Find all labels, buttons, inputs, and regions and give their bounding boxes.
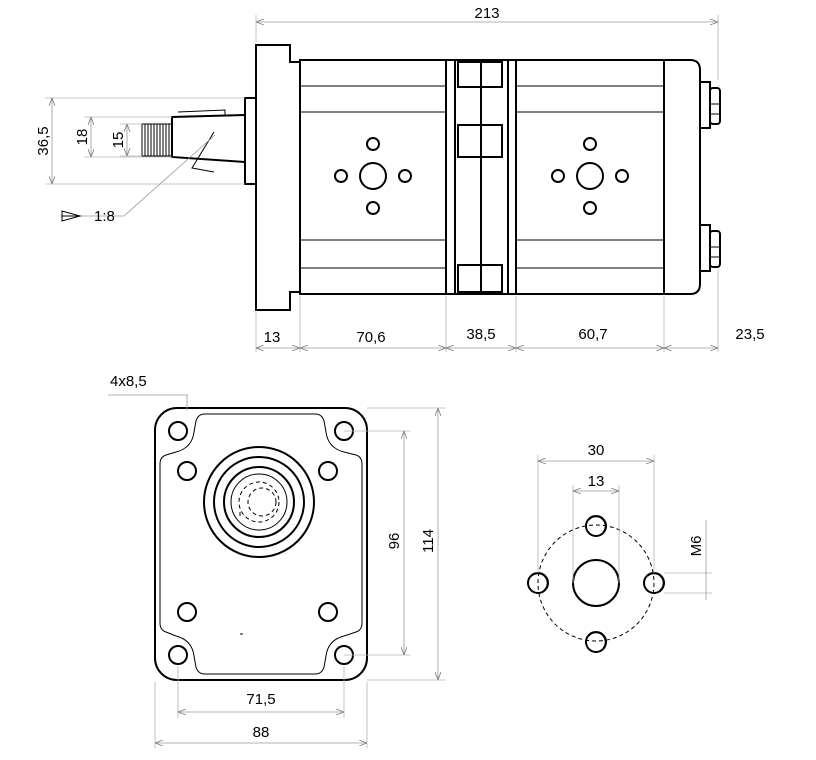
dim-shaft-inner: 15 — [110, 132, 127, 149]
taper-symbol-icon — [61, 210, 82, 222]
dim-hole-spacing-horizontal: 71,5 — [246, 691, 275, 708]
shaft-thread — [141, 123, 173, 157]
dim-port-bore: 13 — [588, 473, 605, 490]
port-pattern-section-1 — [334, 137, 412, 215]
bolt-head — [318, 461, 338, 481]
dim-port-bolt-spacing: 30 — [588, 442, 605, 459]
bolt-circle — [537, 524, 655, 642]
taper-ratio: 1:8 — [94, 208, 115, 225]
dim-mounting-holes: 4x8,5 — [110, 373, 147, 390]
side-view: 213 13 70,6 38,5 60,7 23,5 36,5 18 15 1:… — [35, 5, 765, 352]
shaft-seal — [223, 466, 295, 538]
bolt-head — [318, 602, 338, 622]
hex-nut-top — [699, 81, 721, 129]
dim-hole-spacing-vertical: 96 — [386, 533, 403, 550]
dim-flange-width: 88 — [253, 724, 270, 741]
bolt-head — [177, 461, 197, 481]
port-thread-hole — [527, 572, 549, 594]
end-cap — [663, 59, 701, 295]
dim-segment-section-2: 60,7 — [578, 326, 607, 343]
pilot-diameter — [203, 446, 315, 558]
port-bore — [572, 559, 620, 607]
front-view: 4x8,5 71,5 88 96 114 — [108, 373, 445, 748]
flange-inner-outline — [159, 413, 363, 675]
tapered-shaft — [171, 114, 246, 163]
pump-section-2 — [515, 59, 665, 295]
port-thread-hole — [585, 515, 607, 537]
mounting-hole — [168, 645, 188, 665]
dim-shaft-outer: 18 — [74, 129, 91, 146]
mounting-flange — [255, 44, 301, 311]
dim-segment-flange: 13 — [264, 329, 281, 346]
port-pattern-section-2 — [551, 137, 629, 215]
dim-segment-end: 23,5 — [735, 326, 764, 343]
port-view: 30 13 M6 — [527, 442, 712, 653]
dim-flange-height: 114 — [420, 529, 437, 553]
dim-segment-section-1: 70,6 — [356, 329, 385, 346]
dim-overall-length: 213 — [474, 5, 499, 22]
hex-nut-bottom — [699, 224, 721, 272]
dim-segment-middle: 38,5 — [466, 326, 495, 343]
pump-section-1 — [299, 59, 447, 295]
dim-thread-size: M6 — [688, 536, 705, 557]
flange-outline — [154, 407, 368, 681]
pilot-inner — [213, 456, 305, 548]
mounting-hole — [168, 421, 188, 441]
dim-shaft-collar: 36,5 — [35, 126, 52, 155]
shaft-collar — [244, 97, 257, 185]
bolt-head — [177, 602, 197, 622]
port-thread-hole — [585, 631, 607, 653]
